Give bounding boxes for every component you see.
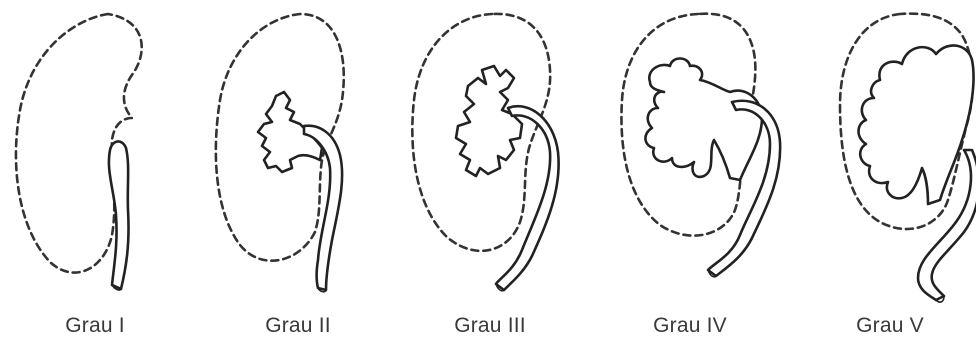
grade-1-drawing bbox=[16, 14, 142, 290]
grade-4-renal-pelvis bbox=[645, 59, 762, 181]
grade-1-label: Grau I bbox=[20, 314, 170, 338]
grade-1-ureter bbox=[109, 141, 129, 289]
grade-5-drawing bbox=[840, 14, 976, 302]
grade-2-drawing bbox=[216, 14, 344, 292]
grade-3-renal-pelvis bbox=[456, 66, 522, 176]
grade-4-label: Grau IV bbox=[615, 314, 765, 338]
grade-2-label: Grau II bbox=[223, 314, 373, 338]
grade-5-label: Grau V bbox=[815, 314, 965, 338]
grade-5-renal-pelvis bbox=[859, 45, 974, 204]
grade-4-drawing bbox=[621, 14, 780, 277]
grade-3-label: Grau III bbox=[415, 314, 565, 338]
grade-3-drawing bbox=[412, 14, 558, 291]
